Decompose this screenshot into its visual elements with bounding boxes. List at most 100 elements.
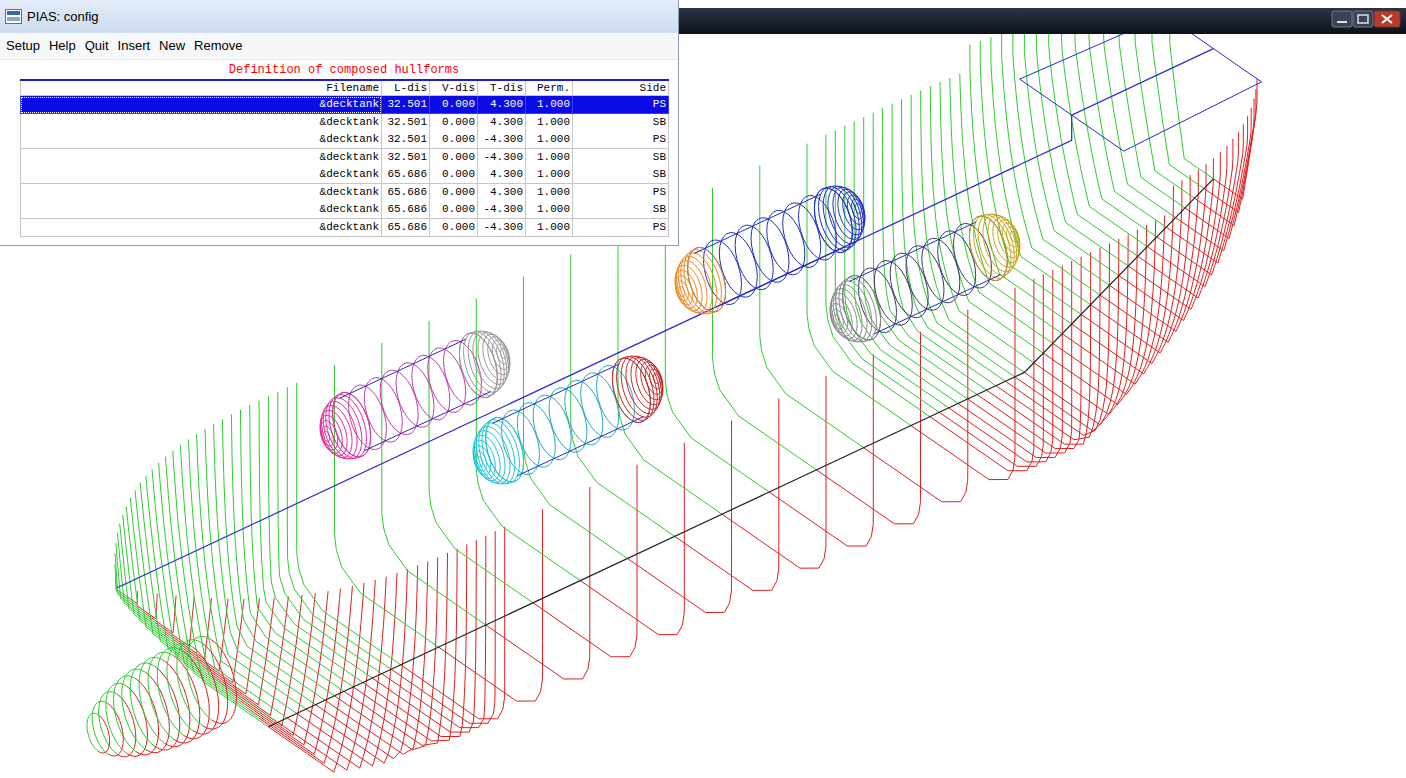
port-section-line	[1049, 22, 1138, 256]
port-section-line	[231, 414, 334, 695]
tank-end-cap	[1002, 223, 1019, 252]
port-section-line	[259, 401, 363, 683]
table-cell: PS	[573, 131, 669, 149]
table-cell: 65.686	[382, 201, 430, 219]
tank-end-cap	[324, 431, 330, 441]
tank-end-cap	[492, 340, 509, 369]
tank-end-cap	[1007, 227, 1019, 247]
bulb-section-line	[187, 636, 212, 720]
starboard-section-line	[1185, 108, 1251, 239]
table-cell: 0.000	[430, 219, 478, 237]
port-section-line	[268, 396, 372, 678]
port-section-line	[1104, 17, 1176, 218]
starboard-section-line	[1204, 89, 1256, 212]
table-cell: 32.501	[382, 131, 430, 149]
tank-end-cap	[852, 199, 864, 219]
port-section-line	[845, 126, 949, 408]
poop-deck-outline	[1020, 15, 1262, 151]
table-cell: 1.000	[526, 96, 573, 114]
table-cell: SB	[573, 114, 669, 132]
tank-end-cap	[830, 304, 847, 333]
tank-end-cap	[831, 289, 862, 341]
tank-end-cap	[847, 195, 864, 224]
port-section-line	[476, 299, 580, 581]
maximize-button	[1353, 11, 1373, 27]
window-title: PIAS: config	[27, 9, 99, 24]
tank-outline	[492, 364, 619, 423]
tank-end-cap	[641, 362, 663, 400]
table-cell: -4.300	[478, 131, 526, 149]
starboard-section-line	[306, 569, 407, 763]
table-header-cell: Filename	[20, 81, 382, 96]
table-cell: 0.000	[430, 201, 478, 219]
port-section-line	[250, 405, 354, 687]
tank-end-cap	[843, 192, 865, 230]
port-section-line	[930, 86, 1034, 363]
tank-end-cap	[650, 369, 662, 389]
starboard-section-line	[1053, 220, 1156, 394]
icon-frame	[6, 10, 22, 24]
port-section-line	[940, 82, 1043, 353]
table-cell: 0.000	[430, 131, 478, 149]
tank-end-cap	[322, 426, 334, 446]
tank-end-cap	[488, 337, 510, 375]
tank-end-cap	[473, 446, 490, 475]
tank-end-cap	[473, 440, 495, 478]
tank-outline	[874, 275, 1001, 334]
config-window: PIAS: configSetupHelpQuitInsertNewRemove…	[0, 0, 679, 246]
tank-end-cap	[477, 456, 483, 466]
port-section-line	[123, 515, 184, 649]
tank-end-cap	[830, 293, 857, 339]
menu-item: Quit	[85, 38, 109, 53]
tank-end-cap	[998, 220, 1020, 258]
table-cell: SB	[573, 149, 669, 167]
icon-band	[7, 17, 20, 21]
starboard-section-line	[1147, 139, 1233, 287]
port-section-line	[864, 117, 968, 399]
bulb-section-line	[212, 640, 237, 724]
port-section-line	[382, 343, 486, 625]
table-cell: PS	[573, 96, 669, 114]
tank-end-cap	[834, 314, 840, 324]
bulb-section-line	[130, 663, 155, 747]
port-section-line	[197, 434, 297, 713]
bulb-section-line	[139, 657, 164, 743]
table-cell: 65.686	[382, 166, 430, 184]
table-cell: -4.300	[478, 149, 526, 167]
tank-end-cap	[320, 410, 347, 456]
table-cell: 4.300	[478, 184, 526, 202]
table-cell: PS	[573, 184, 669, 202]
bulb-section-line	[122, 669, 146, 749]
menu-item: Help	[49, 38, 76, 53]
table-header-cell: V-dis	[430, 81, 478, 96]
port-section-line	[873, 113, 977, 395]
table-header-cell: Side	[573, 81, 669, 96]
port-section-line	[1075, 19, 1157, 237]
minimize-button	[1332, 11, 1352, 27]
port-section-line	[921, 91, 1025, 373]
tank-end-cap	[474, 431, 505, 483]
table-cell: &decktank	[20, 114, 382, 132]
port-section-line	[297, 383, 401, 665]
port-section-line	[429, 321, 533, 603]
tank-end-cap	[473, 435, 500, 481]
tank-end-cap	[832, 309, 844, 329]
table-cell: 65.686	[382, 219, 430, 237]
bulb-section-line	[92, 701, 108, 754]
tank-end-cap	[478, 332, 509, 384]
starboard-section-line	[221, 595, 302, 726]
starboard-section-line	[1128, 152, 1220, 309]
table-cell: 1.000	[526, 201, 573, 219]
table-cell: 0.000	[430, 166, 478, 184]
port-section-line	[287, 387, 391, 669]
tank-outline	[849, 222, 976, 281]
tank-end-cap	[500, 349, 506, 359]
tank-end-cap	[483, 334, 510, 380]
table-header-cell: T-dis	[478, 81, 526, 96]
table-cell: 1.000	[526, 114, 573, 132]
table-cell: 65.686	[382, 184, 430, 202]
table-cell: 32.501	[382, 96, 430, 114]
tank-end-cap	[636, 359, 663, 405]
table-cell: 0.000	[430, 184, 478, 202]
starboard-section-line	[1166, 124, 1243, 263]
